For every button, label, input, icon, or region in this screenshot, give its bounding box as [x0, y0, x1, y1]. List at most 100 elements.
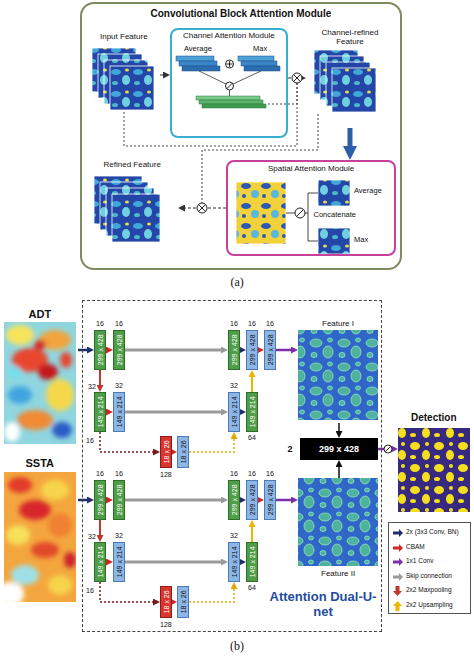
multiply-symbol: [292, 73, 302, 83]
ssta-map: [4, 472, 76, 602]
input-feature-stack: [92, 48, 154, 110]
channel-number: 32: [88, 383, 96, 391]
dotted-line: [268, 83, 297, 104]
conv-block: 18 x 26: [160, 436, 172, 468]
connector: [240, 411, 242, 413]
block-size: 149 x 214: [115, 396, 123, 427]
concat-box: 299 x 428: [300, 438, 378, 460]
node-text: ADT: [29, 308, 52, 321]
connector: [125, 561, 224, 564]
block-size: 149 x 214: [115, 546, 123, 577]
spatial-maps: [236, 182, 286, 244]
legend-sample: [392, 543, 404, 553]
node-text: Input Feature: [100, 32, 148, 41]
node-text: Detection: [411, 412, 457, 424]
ssta-map: [6, 525, 30, 545]
conv-block: 149 x 214: [113, 542, 125, 582]
channel-number: 2: [288, 444, 293, 454]
channel-refined-stack: [314, 50, 376, 112]
feature-stack: Channel-refined Feature: [306, 26, 394, 128]
conv-block: 299 x 428: [228, 480, 240, 520]
feature-stack: Input Feature: [88, 30, 160, 120]
multiply-symbol: [197, 203, 207, 213]
sigmoid-symbol: [385, 446, 391, 452]
ssta-map: [48, 513, 72, 537]
feature-map: [298, 330, 378, 420]
conv-block: 149 x 214: [228, 542, 240, 582]
connector: [338, 464, 340, 478]
channel-number: 128: [160, 621, 172, 629]
adt-map: [9, 366, 21, 378]
node-text: Max: [253, 45, 267, 54]
ssta-map: [8, 477, 32, 493]
node-text: Channel Attention Module: [183, 31, 275, 40]
multiply-symbol: [294, 75, 301, 82]
connector: [106, 561, 109, 563]
adt-map: [6, 325, 34, 345]
conv-block: 299 x 428: [94, 330, 106, 370]
legend-row: 2x2 Maxpooling: [389, 585, 470, 597]
block-size: 18 x 26: [162, 440, 170, 463]
conv-block: 18 x 26: [177, 436, 189, 468]
legend-text: Skip connection: [406, 572, 452, 579]
channel-number: 32: [115, 382, 123, 390]
block-size: 299 x 428: [248, 334, 256, 365]
channel-number: 16: [86, 587, 94, 595]
channel-attention-bars: [179, 61, 217, 66]
ssta-map: [41, 480, 69, 500]
concat-size: 299 x 428: [319, 444, 359, 454]
ssta-map: [4, 477, 76, 602]
adt-map: [8, 386, 32, 404]
add-symbol: [227, 61, 233, 67]
channel-number: 16: [86, 437, 94, 445]
sigmoid-symbol: [384, 445, 392, 453]
ssta-map: [19, 500, 51, 520]
conv-block: 299 x 428: [228, 330, 240, 370]
connector: [78, 499, 90, 502]
connector: [251, 374, 253, 392]
channel-number: 16: [96, 320, 104, 328]
legend-sample: [392, 528, 404, 538]
legend-text: CBAM: [406, 543, 425, 550]
legend-sample: [392, 586, 404, 596]
legend-sample: [392, 572, 404, 582]
channel-number: 64: [248, 434, 256, 442]
node-text: Feature II: [321, 569, 355, 578]
connector: [258, 349, 260, 351]
connector: [240, 561, 242, 563]
sigmoid-symbol: [384, 445, 392, 453]
connector: [189, 586, 234, 602]
feature-map: [298, 478, 378, 566]
connector: [106, 411, 109, 413]
conv-block: 299 x 428: [246, 480, 258, 520]
channel-number: 64: [248, 584, 256, 592]
block-size: 299 x 428: [230, 334, 238, 365]
connector: [240, 349, 242, 351]
adt-map: [46, 379, 74, 411]
node-text: Average: [184, 45, 212, 54]
conv-block: 299 x 428: [113, 330, 125, 370]
detection-map: Detection: [398, 410, 470, 514]
block-size: 18 x 26: [179, 440, 187, 463]
channel-number: 16: [266, 470, 274, 478]
connector: [99, 370, 101, 388]
channel-number: 16: [230, 470, 238, 478]
legend-arrow: [393, 573, 403, 581]
channel-attention-bars: [176, 56, 214, 61]
conv-block: 149 x 214: [246, 542, 258, 582]
legend-row: 1x1 Conv: [389, 556, 470, 568]
node-text: Refined Feature: [104, 160, 161, 169]
conv-block: 149 x 214: [228, 392, 240, 432]
connector: [276, 499, 294, 502]
input-map: SSTA: [2, 455, 78, 605]
block-size: 18 x 26: [162, 590, 170, 613]
multiply-symbol: [292, 73, 302, 83]
channel-attention-weights: [196, 96, 266, 108]
sigmoid-symbol: [227, 83, 233, 89]
legend-text: 2x2 Upsampling: [406, 601, 453, 608]
legend-text: 1x1 Conv: [406, 557, 433, 564]
ssta-map: [64, 552, 76, 568]
block-size: 149 x 214: [248, 546, 256, 577]
channel-number: 16: [230, 320, 238, 328]
module-frame: Convolutional Block Attention ModuleInpu…: [80, 2, 402, 270]
